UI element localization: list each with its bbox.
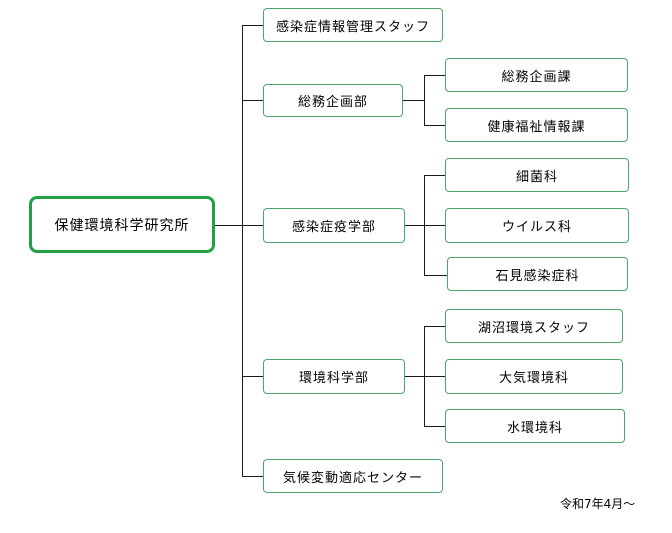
connector: [424, 175, 445, 176]
connector: [405, 376, 424, 377]
connector: [242, 25, 263, 26]
connector: [424, 125, 445, 126]
section-node: 細菌科: [445, 158, 629, 192]
connector: [424, 225, 445, 226]
section-node: 水環境科: [445, 409, 625, 443]
connector: [424, 376, 445, 377]
connector: [405, 225, 424, 226]
connector: [424, 426, 445, 427]
branch-node: 環境科学部: [263, 359, 405, 394]
connector: [242, 100, 263, 101]
connector: [424, 75, 425, 125]
section-node: 石見感染症科: [447, 257, 628, 291]
connector: [424, 326, 445, 327]
branch-node: 気候変動適応センター: [263, 459, 443, 493]
connector: [424, 75, 445, 76]
connector: [242, 476, 263, 477]
section-node: 大気環境科: [445, 359, 623, 394]
connector: [424, 275, 447, 276]
section-node: ウイルス科: [445, 208, 629, 243]
connector: [403, 100, 424, 101]
branch-node: 感染症疫学部: [263, 208, 405, 243]
section-node: 健康福祉情報課: [445, 108, 628, 142]
root-node: 保健環境科学研究所: [29, 196, 215, 253]
connector: [242, 225, 263, 226]
section-node: 湖沼環境スタッフ: [445, 309, 623, 343]
section-node: 総務企画課: [445, 58, 628, 92]
connector: [214, 225, 242, 226]
branch-node: 感染症情報管理スタッフ: [263, 8, 443, 42]
connector: [242, 376, 263, 377]
connector: [242, 25, 243, 476]
branch-node: 総務企画部: [263, 84, 403, 117]
effective-date: 令和7年4月～: [560, 497, 636, 511]
